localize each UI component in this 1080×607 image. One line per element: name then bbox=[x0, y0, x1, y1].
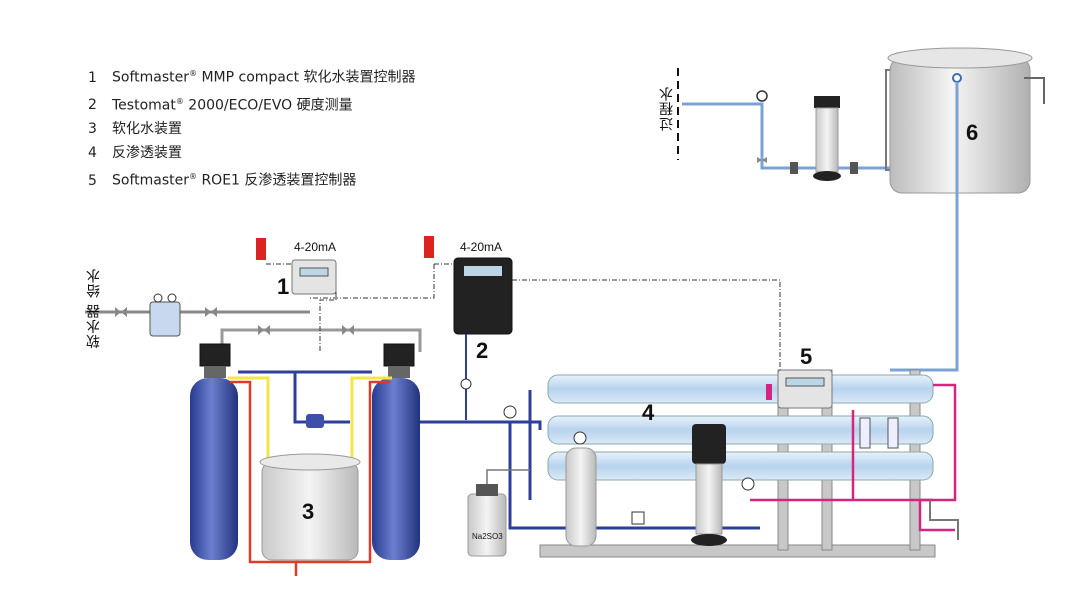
signal-line bbox=[512, 279, 781, 370]
chemical-label: Na2SO3 bbox=[472, 532, 503, 541]
legend-text: 反渗透装置 bbox=[112, 145, 182, 162]
brine-tank-lid bbox=[259, 453, 361, 471]
pressure-gauge-icon bbox=[741, 477, 755, 491]
legend-brand: Testomat bbox=[112, 97, 176, 114]
ro-feed-pipe bbox=[508, 420, 760, 530]
softener-tank-b bbox=[372, 378, 420, 560]
dosing-pump bbox=[476, 484, 498, 496]
flowmeter bbox=[859, 417, 871, 449]
ro-skid-base bbox=[539, 544, 936, 558]
pump-motor bbox=[814, 96, 840, 108]
alarm-horn-icon bbox=[766, 384, 772, 400]
registered-mark: ® bbox=[189, 69, 197, 78]
legend-number: 4 bbox=[88, 145, 97, 162]
flowmeter bbox=[887, 417, 899, 449]
legend-number: 3 bbox=[88, 121, 97, 138]
valve-head bbox=[388, 366, 410, 378]
legend-text: ROE1 反渗透装置控制器 bbox=[197, 172, 357, 189]
prefilter bbox=[149, 301, 181, 337]
controller-display bbox=[785, 377, 825, 387]
controller-5-device bbox=[777, 369, 833, 409]
valve-head bbox=[204, 366, 226, 378]
alarm-horn-icon bbox=[424, 236, 434, 258]
process-water-label: 过程水 bbox=[659, 86, 675, 131]
signal-line bbox=[319, 292, 337, 352]
legend-text: 软化水装置 bbox=[112, 121, 182, 138]
component-number-5: 5 bbox=[800, 344, 813, 369]
hp-pump-motor bbox=[692, 424, 726, 464]
component-number-1: 1 bbox=[277, 274, 290, 299]
pressure-gauge-icon bbox=[167, 293, 177, 303]
brine-line bbox=[228, 376, 270, 470]
valve-icon bbox=[205, 307, 217, 317]
legend-brand: Softmaster bbox=[112, 172, 189, 189]
inlet-water-label: 软水器 给水 bbox=[86, 268, 102, 349]
registered-mark: ® bbox=[175, 96, 184, 106]
concentrate-line bbox=[918, 383, 957, 532]
valve-icon bbox=[258, 325, 270, 335]
hp-pump bbox=[695, 463, 723, 535]
tank-outlet-icon bbox=[952, 73, 962, 83]
pressure-gauge-icon bbox=[460, 378, 472, 390]
ro-membrane-1 bbox=[547, 374, 934, 404]
dosing-tank bbox=[467, 493, 507, 557]
drain-pipe bbox=[929, 500, 959, 540]
brine-line bbox=[350, 376, 392, 470]
drain-line bbox=[230, 380, 298, 576]
pressure-switch-icon bbox=[631, 511, 645, 525]
process-water-pipe bbox=[682, 102, 893, 170]
legend-number: 5 bbox=[88, 172, 97, 189]
legend-item-3: 3 软化水装置 bbox=[88, 117, 416, 141]
legend-item-1: 1 Softmaster® MMP compact 软化水装置控制器 bbox=[88, 62, 416, 90]
legend-number: 2 bbox=[88, 97, 97, 114]
controller-2-device bbox=[453, 257, 513, 335]
alarm-horn-icon bbox=[256, 238, 266, 260]
component-number-3: 3 bbox=[302, 499, 315, 524]
legend-number: 1 bbox=[88, 69, 97, 86]
registered-mark: ® bbox=[189, 172, 197, 182]
meter-pipe bbox=[293, 372, 350, 424]
control-valve-a bbox=[199, 343, 231, 367]
legend-item-4: 4 反渗透装置 bbox=[88, 141, 416, 165]
water-meter bbox=[306, 414, 324, 428]
valve-icon bbox=[757, 157, 767, 163]
controller-display bbox=[299, 267, 329, 277]
pipe-flange bbox=[850, 162, 858, 174]
pressure-gauge-icon bbox=[756, 90, 768, 102]
ro-membrane-2 bbox=[547, 415, 934, 445]
control-valve-b bbox=[383, 343, 415, 367]
signal-label-1: 4-20mA bbox=[294, 240, 337, 254]
ro-membrane-3 bbox=[547, 451, 934, 481]
legend-text: 2000/ECO/EVO 硬度测量 bbox=[183, 97, 353, 114]
pressure-gauge-icon bbox=[573, 431, 587, 445]
pipe-flange bbox=[790, 162, 798, 174]
signal-label-2: 4-20mA bbox=[460, 240, 503, 254]
overflow-pipe bbox=[1024, 77, 1045, 104]
tank-lid bbox=[887, 47, 1033, 69]
controller-1-device bbox=[291, 259, 337, 295]
component-number-2: 2 bbox=[476, 338, 489, 363]
pressure-gauge-icon bbox=[503, 405, 517, 419]
legend-text: MMP compact 软化水装置控制器 bbox=[197, 69, 416, 86]
dosing-line bbox=[486, 469, 530, 484]
hp-pump-base bbox=[691, 534, 727, 546]
component-number-6: 6 bbox=[966, 120, 979, 145]
pressure-gauge-icon bbox=[153, 293, 163, 303]
valve-icon bbox=[115, 307, 127, 317]
cartridge-filter bbox=[565, 447, 597, 547]
bypass-pipe bbox=[220, 328, 422, 352]
legend-brand: Softmaster bbox=[112, 69, 189, 86]
component-number-4: 4 bbox=[642, 400, 655, 425]
signal-line bbox=[310, 264, 435, 299]
pump-base bbox=[813, 171, 841, 181]
drain-line bbox=[296, 380, 390, 564]
controller-display bbox=[464, 266, 502, 276]
valve-icon bbox=[342, 325, 354, 335]
booster-pump bbox=[815, 107, 839, 173]
legend-item-2: 2 Testomat® 2000/ECO/EVO 硬度测量 bbox=[88, 90, 416, 118]
softener-tank-a bbox=[190, 378, 238, 560]
legend-item-5: 5 Softmaster® ROE1 反渗透装置控制器 bbox=[88, 165, 416, 193]
